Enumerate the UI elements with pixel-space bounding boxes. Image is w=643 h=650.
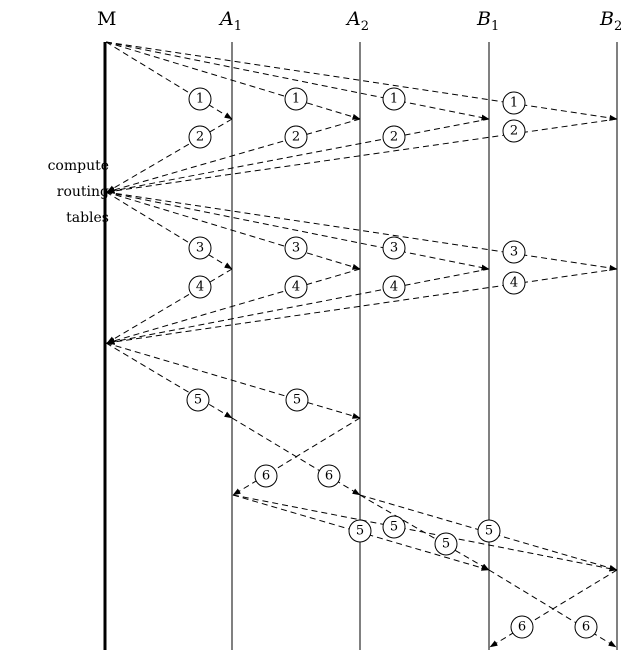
message-2-from-b2 [106,118,618,194]
message-5-m-to-a2 [105,342,361,419]
badge-1-a1: 1 [188,87,212,111]
message-2-from-a2 [106,118,361,193]
message-4-from-a1 [106,268,233,344]
svg-text:5: 5 [356,524,364,539]
message-1-to-b1 [105,41,490,121]
badge-1-b2: 1 [502,91,526,115]
svg-text:1: 1 [510,96,518,111]
svg-text:6: 6 [518,620,526,635]
badge-2-b1: 2 [382,125,406,149]
lifeline-label-a2: A2 [347,8,369,34]
lifeline-label-b1: B1 [477,8,499,34]
badge-5-a2-lifeline: 5 [348,519,372,543]
compute-routing-tables-note: compute routing tables [0,153,109,231]
lifeline-sub-b2: 2 [613,18,623,34]
svg-text:6: 6 [262,469,270,484]
svg-text:2: 2 [390,130,398,145]
lifeline-name-a1: A [220,8,234,30]
svg-text:1: 1 [292,92,300,107]
lifeline-label-m: M [97,8,116,30]
message-5-a2-to-b1 [359,494,490,571]
badge-4-a2: 4 [284,275,308,299]
lifeline-sub-a2: 2 [360,18,370,34]
svg-text:5: 5 [390,520,398,535]
badge-6-a1: 6 [254,464,278,488]
badge-5-low: 5 [434,532,458,556]
message-4-from-b1 [106,268,490,345]
lifeline-name-b2: B [600,8,614,30]
message-2-from-b1 [106,118,490,194]
svg-text:4: 4 [510,276,518,291]
svg-text:4: 4 [292,280,300,295]
svg-text:3: 3 [510,245,518,260]
message-3-to-b1 [105,191,490,271]
badge-2-b2: 2 [502,119,526,143]
lifeline-name-a2: A [347,8,361,30]
badge-2-a2: 2 [284,125,308,149]
lifeline-label-b2: B2 [600,8,622,34]
side-note-line-1: compute [47,158,109,174]
message-1-to-a1 [105,41,233,120]
svg-text:5: 5 [485,524,493,539]
svg-text:5: 5 [194,393,202,408]
badge-3-b2: 3 [502,240,526,264]
badge-2-a1: 2 [188,125,212,149]
badge-3-a2: 3 [284,236,308,260]
side-note-line-3: tables [66,210,109,226]
badge-4-b1: 4 [382,275,406,299]
message-4-from-a2 [106,268,361,344]
badge-1-a2: 1 [284,87,308,111]
svg-text:2: 2 [510,124,518,139]
message-1-to-b2 [105,41,618,121]
svg-text:6: 6 [325,469,333,484]
badge-3-a1: 3 [188,236,212,260]
svg-text:1: 1 [390,92,398,107]
message-3-to-b2 [105,191,618,271]
badge-5-a1: 5 [186,388,210,412]
svg-text:5: 5 [442,537,450,552]
message-6-b2-to-b1 [489,569,618,648]
message-5-m-to-a1 [105,342,233,419]
lifeline-name-b1: B [477,8,491,30]
badge-3-b1: 3 [382,236,406,260]
lifeline-sub-b1: 1 [490,18,500,34]
svg-text:1: 1 [196,92,204,107]
lifeline-label-a1: A1 [220,8,242,34]
svg-text:3: 3 [292,241,300,256]
svg-text:3: 3 [196,241,204,256]
message-3-to-a2 [105,191,361,270]
svg-text:6: 6 [582,620,590,635]
badge-6-b1: 6 [510,615,534,639]
lifeline-sub-a1: 1 [233,18,243,34]
message-4-from-b2 [106,268,618,345]
svg-text:2: 2 [292,130,300,145]
svg-text:4: 4 [196,280,204,295]
svg-text:5: 5 [293,393,301,408]
side-note-line-2: routing [56,184,109,200]
message-6-b1-to-b2 [488,569,617,648]
svg-text:2: 2 [196,130,204,145]
lifeline-name-m: M [97,8,117,30]
message-3-to-a1 [105,191,233,270]
svg-text:3: 3 [390,241,398,256]
badge-4-b2: 4 [502,271,526,295]
badge-5-mid: 5 [382,515,406,539]
badge-5-b1: 5 [477,519,501,543]
badge-6-b2: 6 [574,615,598,639]
badge-6-a2: 6 [317,464,341,488]
svg-text:4: 4 [390,280,398,295]
badge-5-a2: 5 [285,388,309,412]
badge-1-b1: 1 [382,87,406,111]
message-1-to-a2 [105,41,361,120]
message-2-from-a1 [106,118,233,193]
badge-4-a1: 4 [188,275,212,299]
